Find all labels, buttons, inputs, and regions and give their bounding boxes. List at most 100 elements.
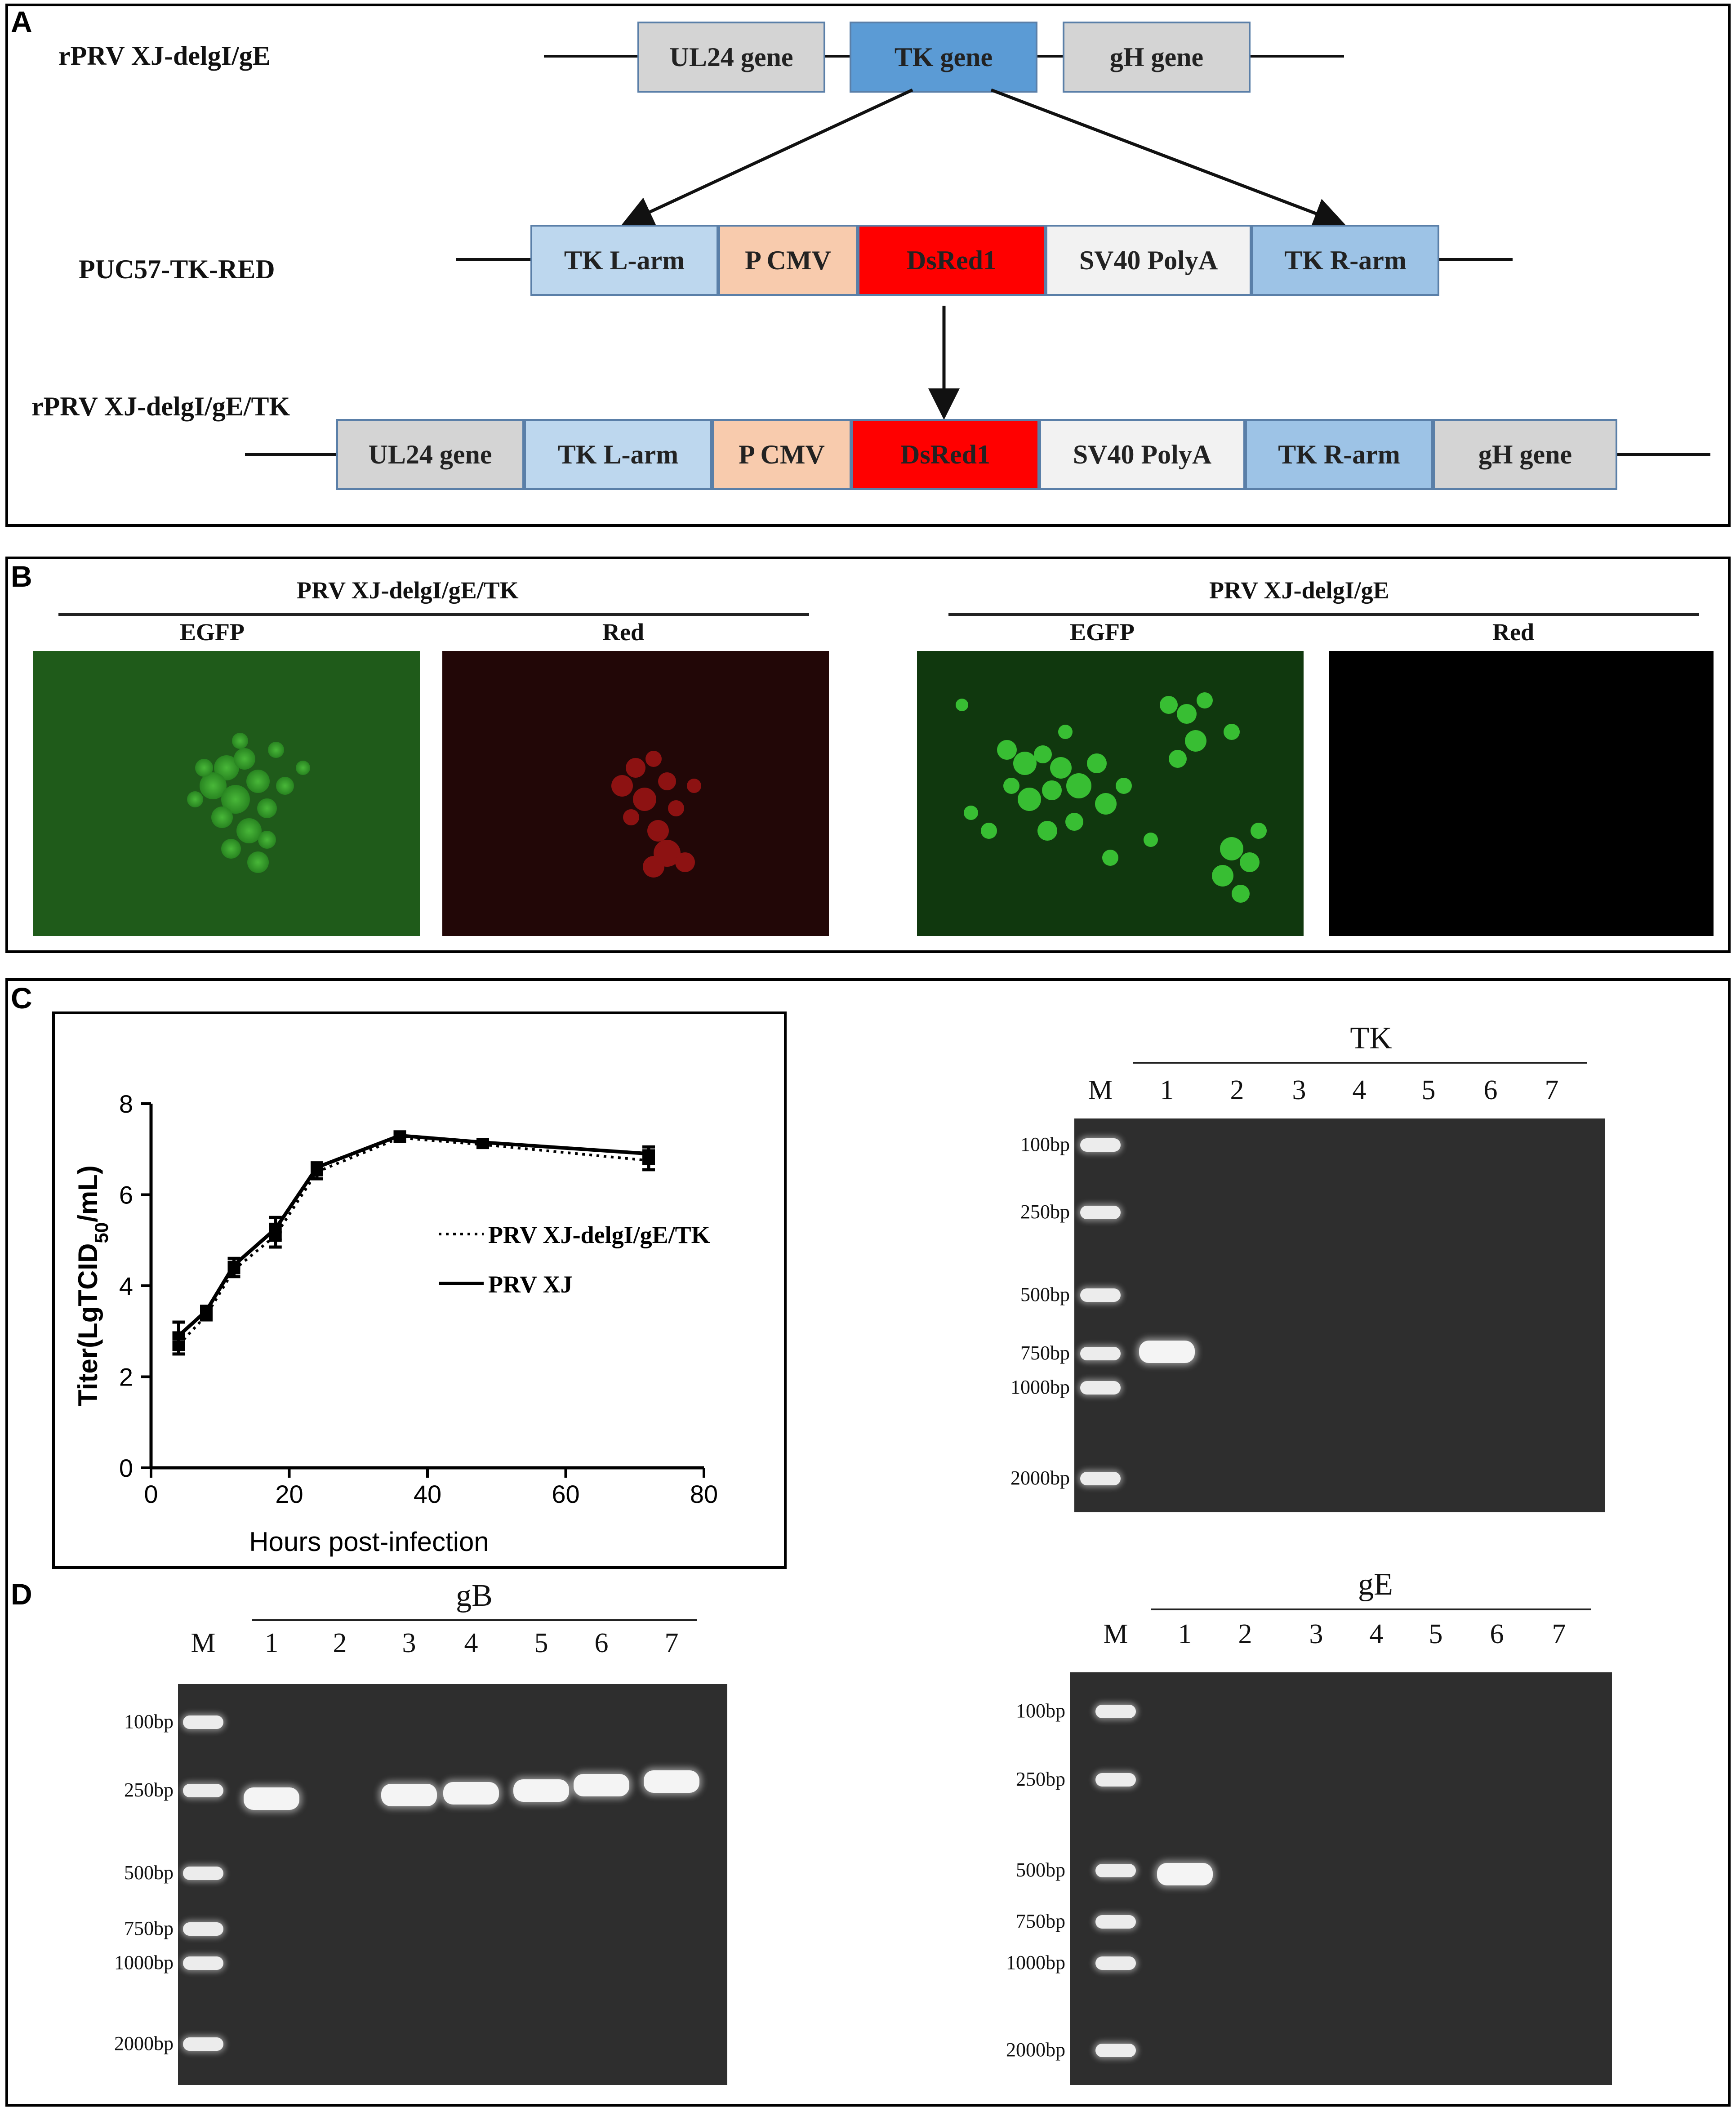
row2-label: PUC57-TK-RED — [79, 254, 275, 284]
marker-label: 2000bp — [1010, 1467, 1070, 1489]
lane-label: M — [191, 1628, 216, 1658]
tk-gel-title: TK — [1350, 1021, 1392, 1056]
panel-a-label: A — [11, 5, 32, 38]
lane-label: 1 — [264, 1628, 279, 1658]
marker-label: 1000bp — [1010, 1376, 1070, 1398]
group1-title: PRV XJ-delgI/gE/TK — [297, 577, 519, 604]
series-line-1 — [177, 1133, 649, 1337]
row3-box-gh: gH gene — [1433, 419, 1617, 490]
row2-box-sv40: SV40 PolyA — [1046, 225, 1251, 296]
marker-label: 750bp — [1020, 1342, 1070, 1364]
marker-label: 2000bp — [1006, 2039, 1065, 2061]
ladder-band — [183, 1715, 223, 1729]
marker-label: 500bp — [1016, 1859, 1065, 1881]
row3-box-ul24: UL24 gene — [336, 419, 524, 490]
row3-box-dsred: DsRed1 — [851, 419, 1039, 490]
lane-label: 1 — [1160, 1075, 1174, 1105]
row2-box-tkr: TK R-arm — [1251, 225, 1439, 296]
y-tick-label: 6 — [119, 1181, 133, 1209]
ladder-band — [183, 2037, 223, 2051]
sample-band — [443, 1782, 499, 1805]
ladder-band — [1095, 1915, 1136, 1929]
ladder-band — [1080, 1347, 1121, 1360]
sample-band — [244, 1787, 299, 1810]
micrograph-red-2 — [1329, 651, 1714, 936]
series-line-0 — [178, 1136, 649, 1346]
marker-label: 2000bp — [114, 2032, 174, 2054]
y-tick-label: 0 — [119, 1454, 133, 1482]
ladder-band — [1095, 2044, 1136, 2057]
ladder-band — [183, 1867, 223, 1880]
lane-label: 6 — [594, 1628, 609, 1658]
ladder-band — [1080, 1206, 1121, 1219]
lane-label: 5 — [1421, 1075, 1436, 1105]
micrograph-red-1 — [442, 651, 829, 936]
cell-cluster-3 — [956, 692, 1267, 903]
img-label-4: Red — [1492, 619, 1534, 646]
x-tick-label: 40 — [414, 1480, 441, 1508]
ladder-band — [183, 1784, 223, 1797]
row1-label: rPRV XJ-delgI/gE — [58, 41, 271, 71]
gb-gel-line — [252, 1619, 697, 1621]
marker-label: 500bp — [124, 1862, 174, 1884]
data-point — [476, 1138, 489, 1147]
ge-gel-title: gE — [1358, 1567, 1393, 1602]
sample-band — [644, 1770, 699, 1793]
row1-box-tk: TK gene — [850, 22, 1037, 93]
group2-line — [948, 613, 1699, 616]
ladder-band — [1080, 1288, 1121, 1302]
sample-band — [1139, 1341, 1195, 1363]
lane-label: 3 — [1309, 1619, 1323, 1649]
panel-c-label: C — [11, 981, 32, 1015]
row1-box-gh: gH gene — [1063, 22, 1251, 93]
growth-chart-frame — [52, 1011, 787, 1569]
sample-band — [513, 1779, 569, 1802]
marker-label: 500bp — [1020, 1283, 1070, 1306]
lane-label: 6 — [1490, 1619, 1504, 1649]
diagram-arrows — [621, 88, 1346, 420]
lane-label: 7 — [664, 1628, 679, 1658]
data-point — [269, 1224, 282, 1234]
row3-box-tkl: TK L-arm — [524, 419, 712, 490]
lane-label: 3 — [402, 1628, 416, 1658]
ladder-band — [1095, 1864, 1136, 1877]
micrograph-egfp-2 — [917, 651, 1304, 936]
data-point — [172, 1331, 185, 1341]
row3-box-sv40: SV40 PolyA — [1039, 419, 1245, 490]
ladder-band — [1095, 1773, 1136, 1787]
y-tick-label: 8 — [119, 1090, 133, 1118]
marker-label: 250bp — [1020, 1201, 1070, 1223]
lane-label: 6 — [1483, 1075, 1498, 1105]
sample-band — [1157, 1863, 1213, 1885]
x-tick-label: 0 — [144, 1480, 158, 1508]
x-axis-label: Hours post-infection — [249, 1527, 489, 1557]
data-point — [311, 1163, 323, 1172]
cell-cluster-1 — [187, 733, 310, 873]
lane-label: 7 — [1552, 1619, 1566, 1649]
panel-b-label: B — [11, 560, 32, 593]
data-point — [393, 1131, 406, 1140]
gb-gel-title: gB — [456, 1578, 493, 1613]
lane-label: 2 — [333, 1628, 347, 1658]
lane-label: M — [1088, 1075, 1113, 1105]
lane-label: 4 — [464, 1628, 478, 1658]
y-tick-label: 4 — [119, 1272, 133, 1300]
lane-label: 3 — [1292, 1075, 1306, 1105]
ladder-band — [183, 1956, 223, 1970]
panel-d-label: D — [11, 1577, 32, 1611]
micrograph-egfp-1 — [33, 651, 420, 936]
marker-label: 750bp — [124, 1917, 174, 1939]
row1-box-ul24: UL24 gene — [637, 22, 825, 93]
marker-label: 250bp — [124, 1779, 174, 1801]
gb-gel-image — [178, 1684, 727, 2085]
tk-gel-image — [1074, 1118, 1605, 1512]
row2-box-pcmv: P CMV — [718, 225, 858, 296]
ladder-band — [1080, 1381, 1121, 1395]
row2-box-dsred: DsRed1 — [858, 225, 1046, 296]
lane-label: 2 — [1238, 1619, 1252, 1649]
ladder-band — [183, 1922, 223, 1936]
marker-label: 100bp — [1016, 1700, 1065, 1722]
marker-label: 250bp — [1016, 1768, 1065, 1790]
lane-label: 1 — [1178, 1619, 1192, 1649]
